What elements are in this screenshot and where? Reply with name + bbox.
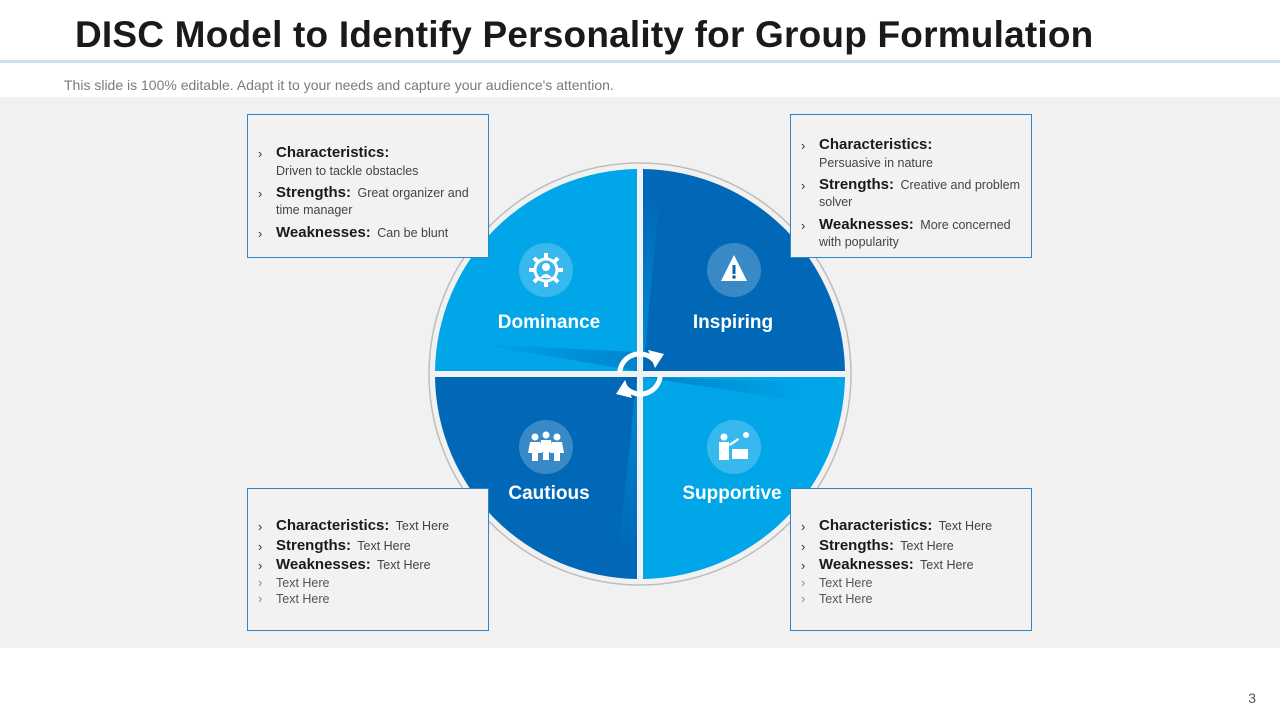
bullet-chevron-icon: ›: [258, 185, 263, 201]
cautious-characteristics: › Characteristics: Text Here: [258, 516, 480, 536]
item-label: Strengths:: [819, 175, 894, 193]
inspiring-weaknesses: › Weaknesses: More concerned with popula…: [801, 215, 1023, 251]
bullet-chevron-icon: ›: [801, 217, 806, 233]
item-label: Strengths:: [276, 183, 351, 201]
shade-dominance: [475, 344, 637, 371]
refresh-cycle-icon: [617, 351, 663, 397]
gear-person-icon: [529, 253, 563, 287]
shade-inspiring: [643, 194, 660, 371]
bullet-chevron-icon: ›: [258, 146, 263, 161]
supportive-extra-2: › Text Here: [801, 591, 1023, 607]
supportive-characteristics: › Characteristics: Text Here: [801, 516, 1023, 536]
item-text: More concerned with popularity: [819, 217, 1011, 250]
bullet-chevron-icon: ›: [801, 574, 806, 590]
bullet-chevron-icon: ›: [801, 519, 806, 534]
shade-supportive: [643, 377, 805, 402]
item-text: Text Here: [276, 575, 330, 590]
quadrant-icon-dominance: [519, 243, 573, 297]
quadrant-icon-supportive: [707, 420, 761, 474]
quadrant-icon-cautious: [519, 420, 573, 474]
cautious-weaknesses: › Weaknesses: Text Here: [258, 555, 480, 575]
quadrant-label-cautious: Cautious: [508, 483, 589, 504]
title-underline: [0, 60, 1280, 63]
item-label: Characteristics:: [819, 136, 933, 153]
item-text: Text Here: [395, 519, 450, 533]
bullet-chevron-icon: ›: [258, 590, 263, 606]
quadrant-cautious[interactable]: [435, 377, 637, 579]
item-text: Text Here: [819, 591, 873, 606]
supportive-extra-1: › Text Here: [801, 575, 1023, 591]
item-label: Weaknesses:: [819, 556, 914, 573]
people-group-icon: [528, 431, 564, 461]
cautious-extra-2: › Text Here: [258, 591, 480, 607]
quadrant-label-dominance: Dominance: [498, 312, 600, 333]
bullet-chevron-icon: ›: [801, 177, 806, 193]
item-label: Characteristics:: [276, 144, 390, 161]
item-label: Weaknesses:: [276, 556, 371, 573]
quadrant-icon-inspiring: [707, 243, 761, 297]
inspiring-characteristics: › Characteristics: Persuasive in nature: [801, 135, 1023, 171]
item-text: Persuasive in nature: [819, 155, 933, 170]
info-box-dominance: › Characteristics: Driven to tackle obst…: [247, 114, 489, 258]
info-box-inspiring: › Characteristics: Persuasive in nature …: [790, 114, 1032, 258]
item-text: Text Here: [920, 558, 974, 572]
supportive-weaknesses: › Weaknesses: Text Here: [801, 555, 1023, 575]
quadrant-label-supportive: Supportive: [682, 483, 781, 504]
item-text: Text Here: [900, 538, 954, 553]
bullet-chevron-icon: ›: [258, 558, 263, 573]
inspiring-strengths: › Strengths: Creative and problem solver: [801, 175, 1023, 211]
bullet-chevron-icon: ›: [801, 558, 806, 573]
dominance-weaknesses: › Weaknesses: Can be blunt: [258, 223, 480, 243]
cautious-strengths: › Strengths: Text Here: [258, 536, 480, 556]
bullet-chevron-icon: ›: [801, 590, 806, 606]
presenter-icon: [719, 432, 749, 460]
dominance-strengths: › Strengths: Great organizer and time ma…: [258, 183, 480, 219]
bullet-chevron-icon: ›: [258, 538, 263, 554]
item-label: Characteristics:: [819, 517, 933, 534]
info-box-cautious: › Characteristics: Text Here › Strengths…: [247, 488, 489, 631]
item-text: Driven to tackle obstacles: [276, 163, 419, 178]
bullet-chevron-icon: ›: [801, 138, 806, 153]
bullet-chevron-icon: ›: [258, 519, 263, 534]
info-box-supportive: › Characteristics: Text Here › Strengths…: [790, 488, 1032, 631]
slide-subtitle: This slide is 100% editable. Adapt it to…: [64, 77, 614, 93]
warning-triangle-icon: [721, 255, 747, 281]
center-cycle[interactable]: [616, 350, 664, 398]
item-label: Characteristics:: [276, 517, 390, 534]
item-text: Creative and problem solver: [819, 177, 1020, 210]
item-label: Weaknesses:: [276, 223, 371, 241]
item-text: Great organizer and time manager: [276, 185, 469, 218]
quadrant-supportive[interactable]: [643, 377, 845, 579]
item-text: Text Here: [276, 591, 330, 606]
bullet-chevron-icon: ›: [801, 538, 806, 554]
supportive-strengths: › Strengths: Text Here: [801, 536, 1023, 556]
cycle-arrowhead-bottom: [616, 380, 632, 398]
dominance-characteristics: › Characteristics: Driven to tackle obst…: [258, 143, 480, 179]
quadrant-label-inspiring: Inspiring: [693, 312, 773, 333]
item-label: Weaknesses:: [819, 215, 914, 233]
cycle-arrowhead-top: [648, 350, 664, 368]
slide-title: DISC Model to Identify Personality for G…: [75, 14, 1094, 55]
item-text: Text Here: [377, 558, 431, 572]
item-text: Text Here: [819, 575, 873, 590]
outer-ring: [428, 162, 852, 586]
item-label: Strengths:: [819, 536, 894, 554]
cautious-extra-1: › Text Here: [258, 575, 480, 591]
shade-cautious: [618, 377, 637, 554]
disc-circle-diagram: Dominance Inspiring Cautious Supportive: [428, 162, 852, 586]
item-text: Text Here: [357, 538, 411, 553]
bullet-chevron-icon: ›: [258, 574, 263, 590]
item-text: Can be blunt: [377, 225, 449, 240]
bullet-chevron-icon: ›: [258, 225, 263, 241]
item-label: Strengths:: [276, 536, 351, 554]
item-text: Text Here: [938, 519, 993, 533]
page-number: 3: [1248, 690, 1256, 706]
content-background: [0, 97, 1280, 648]
quadrant-inspiring[interactable]: [643, 169, 845, 371]
